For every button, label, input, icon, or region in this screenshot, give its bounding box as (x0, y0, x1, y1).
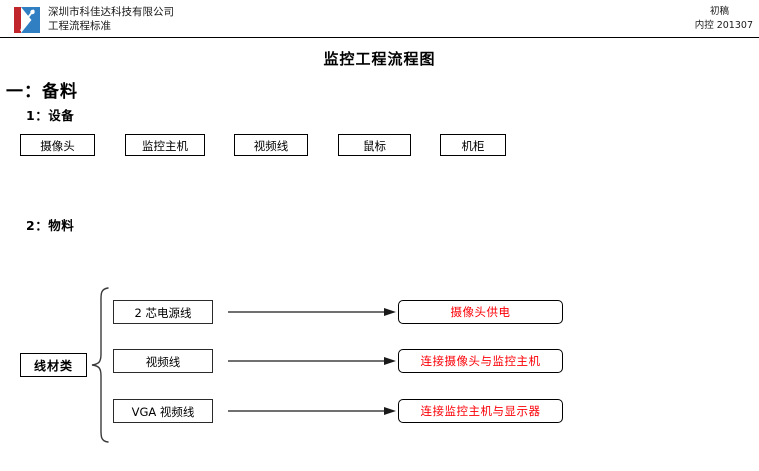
company-name-line2: 工程流程标准 (48, 20, 111, 32)
equipment-box: 机柜 (440, 134, 506, 156)
flow-arrow-icon (228, 357, 396, 365)
subsection-heading-material: 2：物料 (26, 218, 75, 233)
material-category-box: 线材类 (20, 353, 87, 377)
material-source-box: 2 芯电源线 (113, 300, 213, 324)
internal-control-code: 内控 201307 (694, 20, 753, 31)
subsection-heading-equipment: 1：设备 (26, 108, 75, 123)
revision-status: 初稿 (709, 6, 729, 17)
material-source-box: 视频线 (113, 349, 213, 373)
document-revision-info: 初稿 内控 201307 (695, 5, 753, 33)
page-title: 监控工程流程图 (323, 50, 436, 68)
flow-arrow-icon (228, 308, 396, 316)
equipment-box: 鼠标 (338, 134, 411, 156)
material-result-box: 连接摄像头与监控主机 (398, 349, 563, 373)
company-name-line1: 深圳市科佳达科技有限公司 (48, 6, 174, 18)
equipment-box: 摄像头 (20, 134, 95, 156)
flow-arrow-icon (228, 407, 396, 415)
logo-swoosh-icon (20, 9, 35, 32)
equipment-box: 视频线 (234, 134, 308, 156)
kejiada-logo (14, 7, 40, 33)
logo-red-bar (14, 7, 21, 33)
equipment-box-row: 摄像头 监控主机 视频线 鼠标 机柜 (20, 134, 540, 158)
company-name: 深圳市科佳达科技有限公司 工程流程标准 (48, 5, 174, 33)
material-result-box: 摄像头供电 (398, 300, 563, 324)
material-source-box: VGA 视频线 (113, 399, 213, 423)
material-result-box: 连接监控主机与显示器 (398, 399, 563, 423)
page-header: 深圳市科佳达科技有限公司 工程流程标准 初稿 内控 201307 (0, 0, 759, 38)
curly-brace-icon (91, 287, 109, 443)
equipment-box: 监控主机 (125, 134, 205, 156)
section-heading-one: 一：备料 (6, 82, 78, 102)
header-divider (0, 37, 759, 38)
